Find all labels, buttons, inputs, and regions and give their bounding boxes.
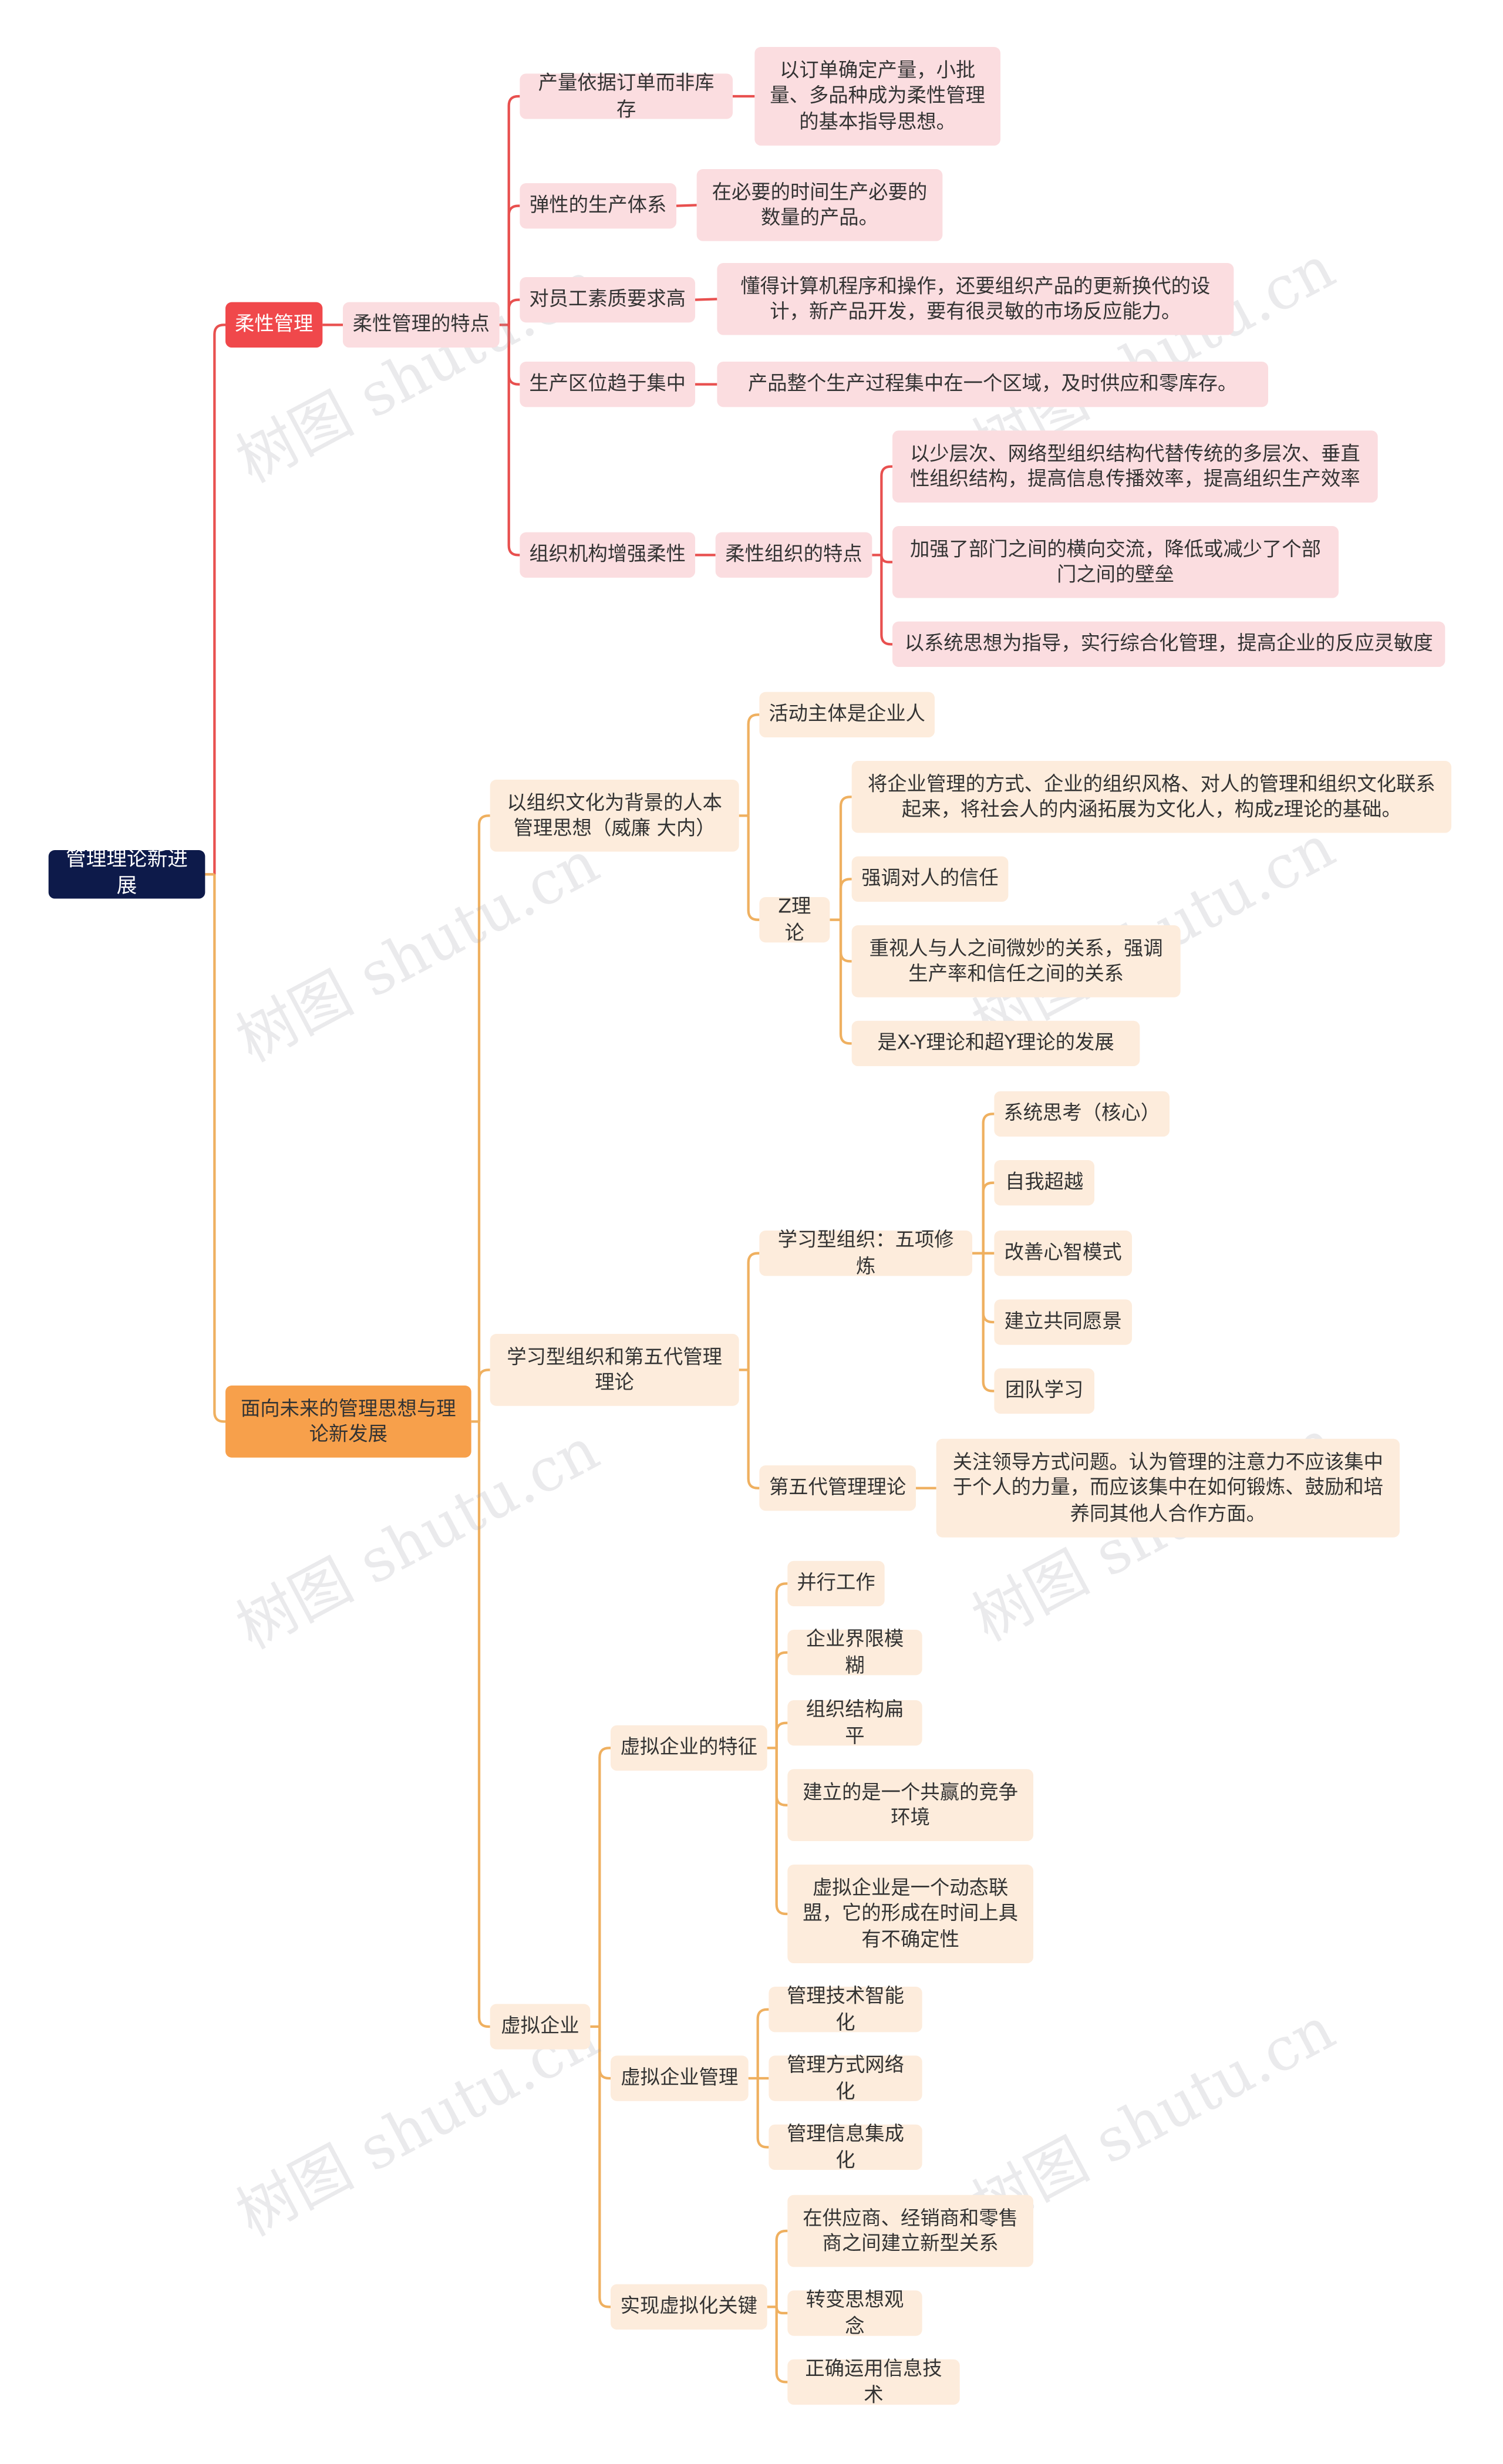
node-flex-f2[interactable]: 弹性的生产体系 [520, 183, 677, 229]
node-flex-f4[interactable]: 生产区位趋于集中 [520, 362, 696, 407]
node-vm-2[interactable]: 管理方式网络化 [769, 2052, 922, 2102]
connector [507, 325, 520, 386]
node-vf-1[interactable]: 并行工作 [787, 1560, 885, 1607]
node-flex-f5-item-2[interactable]: 加强了部门之间的横向交流，降低或减少了个部门之间的壁垒 [892, 526, 1339, 598]
node-vk-2[interactable]: 转变思想观念 [787, 2287, 922, 2337]
connector [598, 1747, 611, 2027]
connector [598, 2027, 611, 2080]
connector [982, 1113, 995, 1253]
connector [982, 1253, 995, 1393]
node-vf-3[interactable]: 组织结构扁平 [787, 1697, 922, 1747]
node-flex-f3[interactable]: 对员工素质要求高 [520, 277, 696, 323]
connector [880, 555, 893, 564]
connector [747, 713, 760, 816]
connector [747, 1252, 760, 1370]
node-z-item-3[interactable]: 重视人与人之间微妙的关系，强调生产率和信任之间的关系 [851, 925, 1181, 997]
node-five-item-1[interactable]: 系统思考（核心） [994, 1091, 1170, 1137]
node-flex-f5-item-3[interactable]: 以系统思想为指导，实行综合化管理，提高企业的反应灵敏度 [892, 621, 1445, 668]
node-vf-2[interactable]: 企业界限模糊 [787, 1627, 922, 1676]
connector [839, 878, 852, 920]
node-culture-subject[interactable]: 活动主体是企业人 [759, 692, 935, 738]
node-vm-1[interactable]: 管理技术智能化 [769, 1984, 922, 2033]
node-flex[interactable]: 柔性管理 [225, 302, 323, 348]
connector [598, 2027, 611, 2308]
connector [880, 465, 893, 555]
connector [477, 814, 490, 1422]
connector [775, 1651, 788, 1748]
connector [775, 1748, 788, 1916]
node-vk-1[interactable]: 在供应商、经销商和零售商之间建立新型关系 [787, 2195, 1034, 2267]
node-z-item-1[interactable]: 将企业管理的方式、企业的组织风格、对人的管理和组织文化联系起来，将社会人的内涵拓… [851, 761, 1452, 833]
node-virtual-keys[interactable]: 实现虚拟化关键 [611, 2284, 767, 2330]
node-flex-features[interactable]: 柔性管理的特点 [343, 302, 500, 348]
node-z-item-2[interactable]: 强调对人的信任 [851, 856, 1009, 902]
connector [775, 1582, 788, 1748]
node-z-item-4[interactable]: 是X-Y理论和超Y理论的发展 [851, 1020, 1140, 1067]
connector [982, 1253, 995, 1324]
node-vf-5[interactable]: 虚拟企业是一个动态联盟，它的形成在时间上具有不确定性 [787, 1865, 1034, 1964]
node-vm-3[interactable]: 管理信息集成化 [769, 2121, 922, 2170]
node-culture[interactable]: 以组织文化为背景的人本管理思想（威廉 大内） [490, 780, 739, 852]
node-learning[interactable]: 学习型组织和第五代管理理论 [490, 1334, 739, 1406]
connector [213, 323, 226, 875]
connector [775, 1748, 788, 1806]
node-flex-f5-sub[interactable]: 柔性组织的特点 [715, 532, 872, 578]
node-future[interactable]: 面向未来的管理思想与理论新发展 [225, 1386, 471, 1458]
connector [880, 555, 893, 646]
node-vk-3[interactable]: 正确运用信息技术 [787, 2356, 960, 2405]
node-z-theory[interactable]: Z理论 [759, 894, 830, 943]
node-virtual-mgmt[interactable]: 虚拟企业管理 [611, 2055, 749, 2101]
node-flex-f5-item-1[interactable]: 以少层次、网络型组织结构代替传统的多层次、垂直性组织结构，提高信息传播效率，提高… [892, 430, 1378, 503]
connector [839, 796, 852, 920]
node-five-item-3[interactable]: 改善心智模式 [994, 1231, 1133, 1276]
connector [775, 2307, 788, 2315]
connector [839, 919, 852, 963]
connector [477, 1368, 490, 1422]
node-five-disciplines[interactable]: 学习型组织：五项修炼 [759, 1228, 973, 1277]
node-gen5[interactable]: 第五代管理理论 [759, 1465, 916, 1511]
root-node[interactable]: 管理理论新进展 [48, 848, 205, 899]
connector [756, 2078, 769, 2149]
node-flex-f1[interactable]: 产量依据订单而非库存 [520, 70, 733, 120]
connector [756, 2008, 769, 2079]
connector [507, 325, 520, 557]
connector [507, 95, 520, 325]
connector [775, 2229, 788, 2307]
node-flex-f4-detail[interactable]: 产品整个生产过程集中在一个区域，及时供应和零库存。 [717, 362, 1269, 407]
connector [747, 815, 760, 921]
connector [477, 1421, 490, 2028]
connector [507, 298, 520, 325]
connector [982, 1181, 995, 1253]
connector [775, 2307, 788, 2384]
node-flex-f1-detail[interactable]: 以订单确定产量，小批量、多品种成为柔性管理的基本指导思想。 [754, 47, 1001, 146]
connector [213, 874, 226, 1423]
node-virtual[interactable]: 虚拟企业 [490, 2004, 591, 2050]
node-flex-f5[interactable]: 组织机构增强柔性 [520, 532, 696, 578]
node-flex-f3-detail[interactable]: 懂得计算机程序和操作，还要组织产品的更新换代的设计，新产品开发，要有很灵敏的市场… [717, 263, 1234, 335]
connector [839, 919, 852, 1045]
node-five-item-5[interactable]: 团队学习 [994, 1368, 1095, 1414]
node-virtual-features[interactable]: 虚拟企业的特征 [611, 1725, 767, 1771]
node-flex-f2-detail[interactable]: 在必要的时间生产必要的数量的产品。 [696, 169, 943, 241]
connector [775, 1721, 788, 1748]
node-gen5-detail[interactable]: 关注领导方式问题。认为管理的注意力不应该集中于个人的力量，而应该集中在如何锻炼、… [936, 1438, 1400, 1538]
connector [747, 1370, 760, 1489]
node-five-item-2[interactable]: 自我超越 [994, 1160, 1095, 1206]
connector [507, 204, 520, 325]
node-vf-4[interactable]: 建立的是一个共赢的竞争环境 [787, 1769, 1034, 1842]
node-five-item-4[interactable]: 建立共同愿景 [994, 1299, 1133, 1345]
